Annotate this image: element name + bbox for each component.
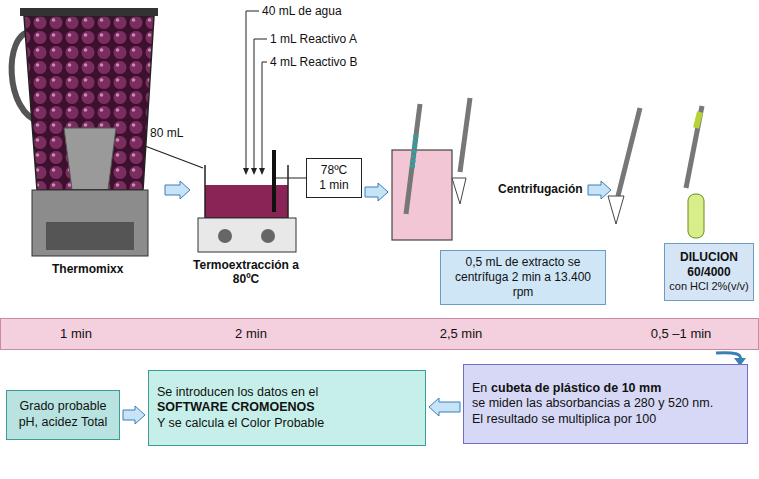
node-text: Grado probable pH, acidez Total bbox=[13, 399, 113, 430]
time-band: 1 min 2 min 2,5 min 0,5 –1 min bbox=[0, 318, 759, 350]
node-text: El resultado se multiplica por 100 bbox=[472, 412, 656, 426]
node-text: 0,5 –1 min bbox=[651, 326, 712, 342]
text-line: El resultado se multiplica por 100 bbox=[472, 412, 739, 428]
software-box: Se introducen los datos en elSOFTWARE CR… bbox=[148, 370, 426, 446]
node-text: se miden las absorbancias a 280 y 520 nm… bbox=[472, 396, 713, 410]
node-text: 78ºC bbox=[310, 163, 358, 178]
node-text: cubeta de plástico de 10 mm bbox=[491, 381, 661, 395]
node-text: 1 min bbox=[60, 326, 92, 342]
dilution-box: DILUCION 60/4000con HCl 2%(v/v) bbox=[664, 243, 754, 301]
thermomix-jug bbox=[12, 8, 203, 256]
reagent-arrowhead bbox=[243, 168, 265, 175]
block-arrow bbox=[429, 398, 460, 416]
node-text: SOFTWARE CROMOENOS bbox=[157, 400, 417, 416]
measurement-box: En cubeta de plástico de 10 mmse miden la… bbox=[463, 364, 748, 444]
condition-box: 78ºC1 min bbox=[306, 158, 362, 198]
extract-beaker bbox=[392, 98, 470, 240]
node-text: En bbox=[472, 381, 487, 395]
node-text: 0,5 mL de extracto se centrífuga 2 min a… bbox=[447, 255, 599, 300]
reagent-label: 4 mL Reactivo B bbox=[270, 55, 358, 69]
device-label: Thermomixx bbox=[52, 262, 123, 276]
step-label: Termoextracción a 80ºC bbox=[190, 258, 302, 287]
text-line: En cubeta de plástico de 10 mm bbox=[472, 381, 739, 397]
heating-plate bbox=[198, 150, 306, 252]
reagent-label: 40 mL de agua bbox=[262, 4, 342, 18]
process-box: 0,5 mL de extracto se centrífuga 2 min a… bbox=[440, 250, 606, 305]
node-text: con HCl 2%(v/v) bbox=[668, 280, 750, 294]
node-text: 2 min bbox=[235, 326, 267, 342]
text-line: se miden las absorbancias a 280 y 520 nm… bbox=[472, 396, 739, 412]
reagent-leader bbox=[246, 11, 267, 170]
node-text: DILUCION 60/4000 bbox=[668, 250, 750, 280]
volume-label: 80 mL bbox=[150, 126, 183, 140]
dilution-pipettes bbox=[608, 106, 704, 238]
step-label: Centrifugación bbox=[498, 182, 583, 196]
reagent-label: 1 mL Reactivo A bbox=[270, 32, 357, 46]
node-text: 1 min bbox=[310, 178, 358, 193]
input-box: Grado probable pH, acidez Total bbox=[6, 390, 120, 440]
node-text: 2,5 min bbox=[440, 326, 483, 342]
node-text: Y se calcula el Color Probable bbox=[157, 416, 417, 432]
node-text: Se introducen los datos en el bbox=[157, 385, 417, 401]
block-arrow bbox=[123, 406, 145, 424]
